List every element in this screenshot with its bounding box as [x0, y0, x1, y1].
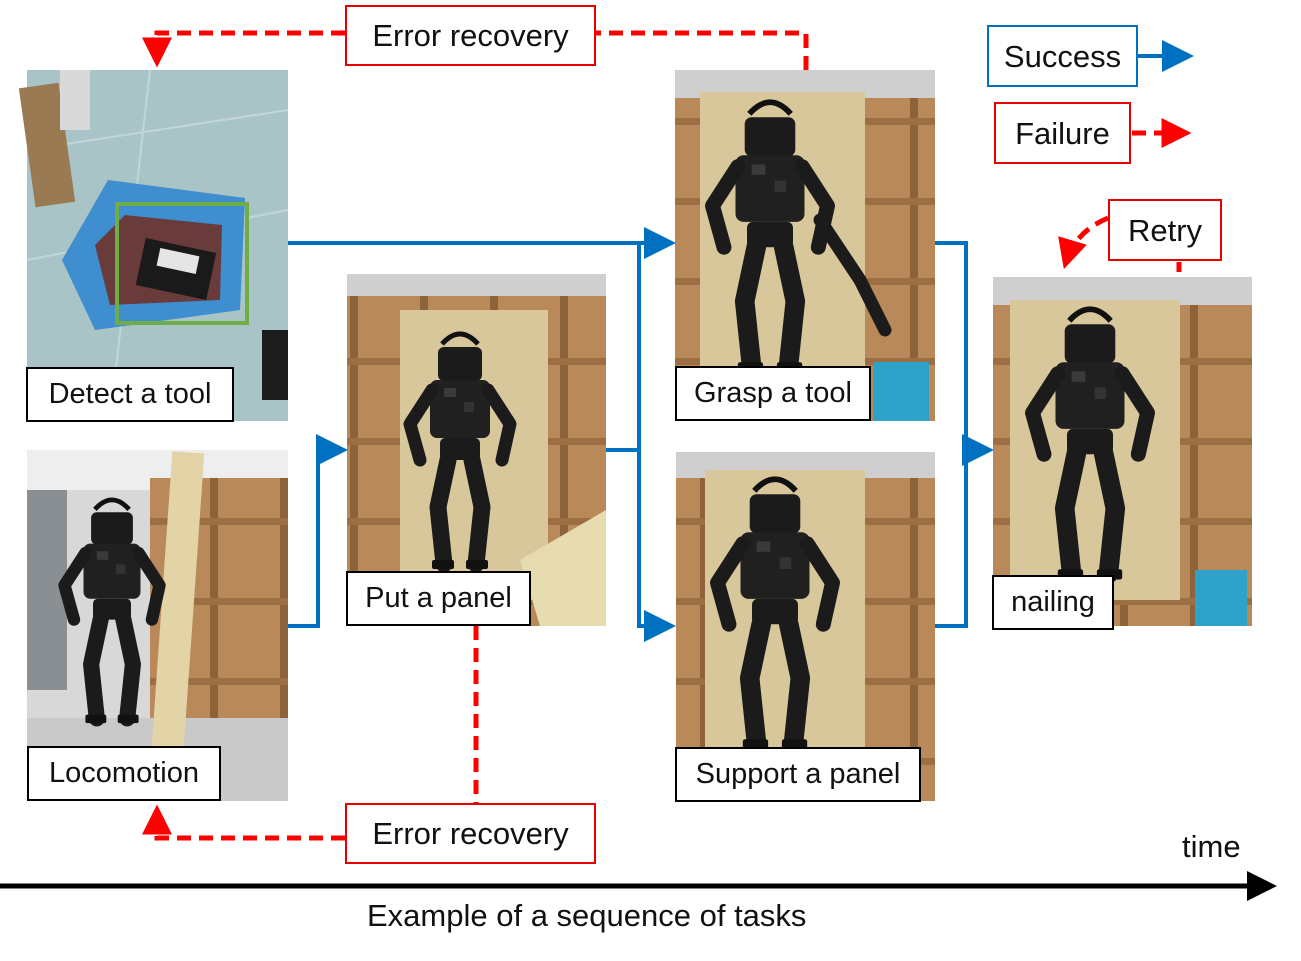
photo-put-panel: [347, 274, 606, 626]
failure-flow: [142, 30, 1192, 841]
success-flow: [288, 40, 1194, 642]
success-line-support-to-nailing: [935, 450, 968, 628]
task-label-support-panel: Support a panel: [675, 747, 921, 802]
success-arrow-put-to-support: [637, 243, 676, 642]
time-label: time: [1182, 829, 1241, 864]
failure-arrow-recovery-to-locomotion: [142, 804, 345, 841]
task-label-grasp-tool: Grasp a tool: [675, 366, 871, 421]
tool-box-icon: [873, 362, 929, 421]
success-arrow-locomotion-to-put: [288, 434, 348, 628]
photo-nailing: [993, 277, 1252, 626]
photo-support-panel: [676, 452, 935, 801]
tool-box-icon: [1195, 570, 1247, 626]
success-arrow-grasp-to-nailing: [935, 241, 994, 466]
detection-box: [115, 202, 249, 325]
failure-arrow-recovery-to-detect: [142, 30, 345, 68]
caption: Example of a sequence of tasks: [367, 898, 807, 933]
task-label-locomotion: Locomotion: [27, 746, 221, 801]
task-label-put-panel: Put a panel: [346, 571, 531, 626]
retry-label: Retry: [1108, 199, 1222, 261]
photo-locomotion: [27, 450, 288, 801]
legend-failure: Failure: [994, 102, 1131, 164]
legend-success: Success: [987, 25, 1138, 87]
error-recovery-top: Error recovery: [345, 5, 596, 66]
failure-line-grasp-to-recovery: [596, 30, 809, 70]
error-recovery-bottom: Error recovery: [345, 803, 596, 864]
retry-arrow: [1058, 215, 1109, 270]
photo-grasp-tool: [675, 70, 935, 421]
photo-detect-tool: [18, 69, 289, 422]
task-label-nailing: nailing: [992, 575, 1114, 630]
task-label-detect-tool: Detect a tool: [26, 367, 234, 422]
